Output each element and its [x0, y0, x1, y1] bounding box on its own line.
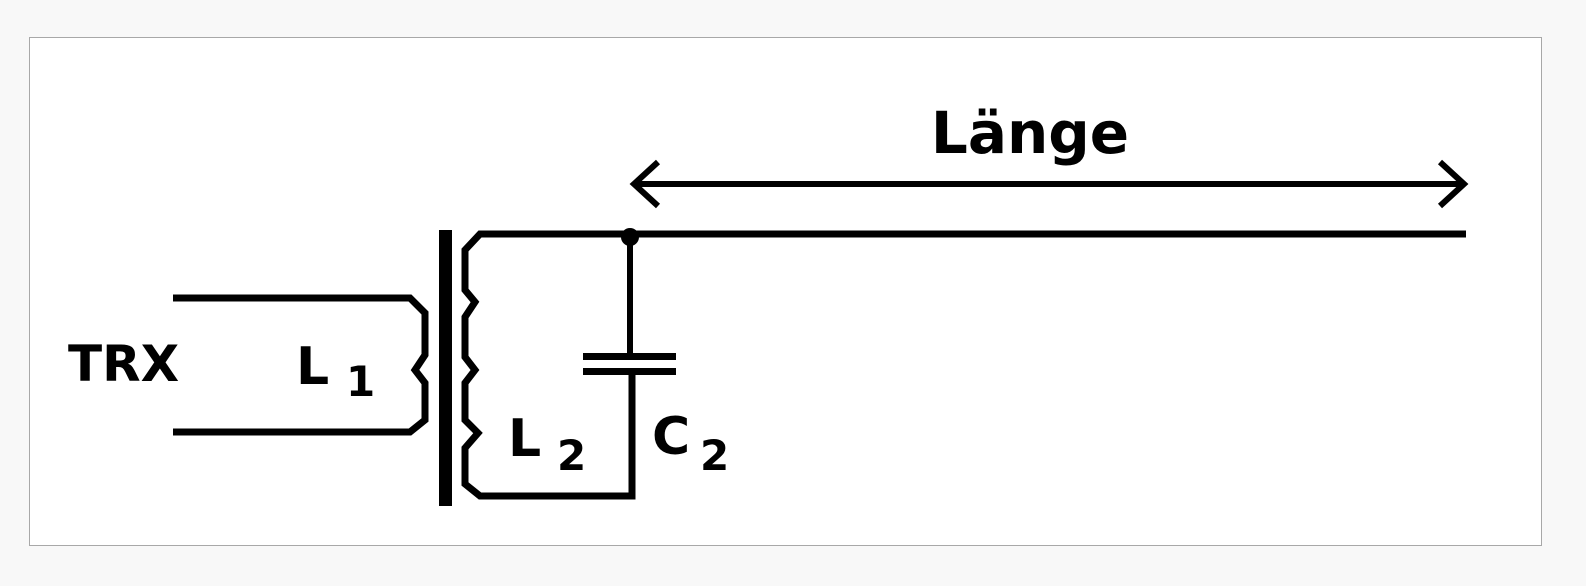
junction-dot — [621, 228, 639, 246]
secondary-winding-l2 — [461, 230, 1466, 500]
l2-label: L — [508, 409, 541, 469]
c2-label: C — [652, 407, 690, 467]
l1-subscript: 1 — [346, 357, 375, 406]
l2-subscript: 2 — [557, 431, 586, 480]
l1-label: L — [296, 337, 329, 397]
transformer-core — [439, 230, 452, 506]
length-label: Länge — [931, 99, 1129, 167]
diagram-frame — [29, 37, 1542, 546]
primary-winding-l1 — [173, 294, 429, 436]
capacitor-c2 — [583, 228, 676, 375]
length-arrow — [629, 159, 1469, 209]
c2-subscript: 2 — [700, 431, 729, 480]
trx-label: TRX — [68, 335, 179, 393]
